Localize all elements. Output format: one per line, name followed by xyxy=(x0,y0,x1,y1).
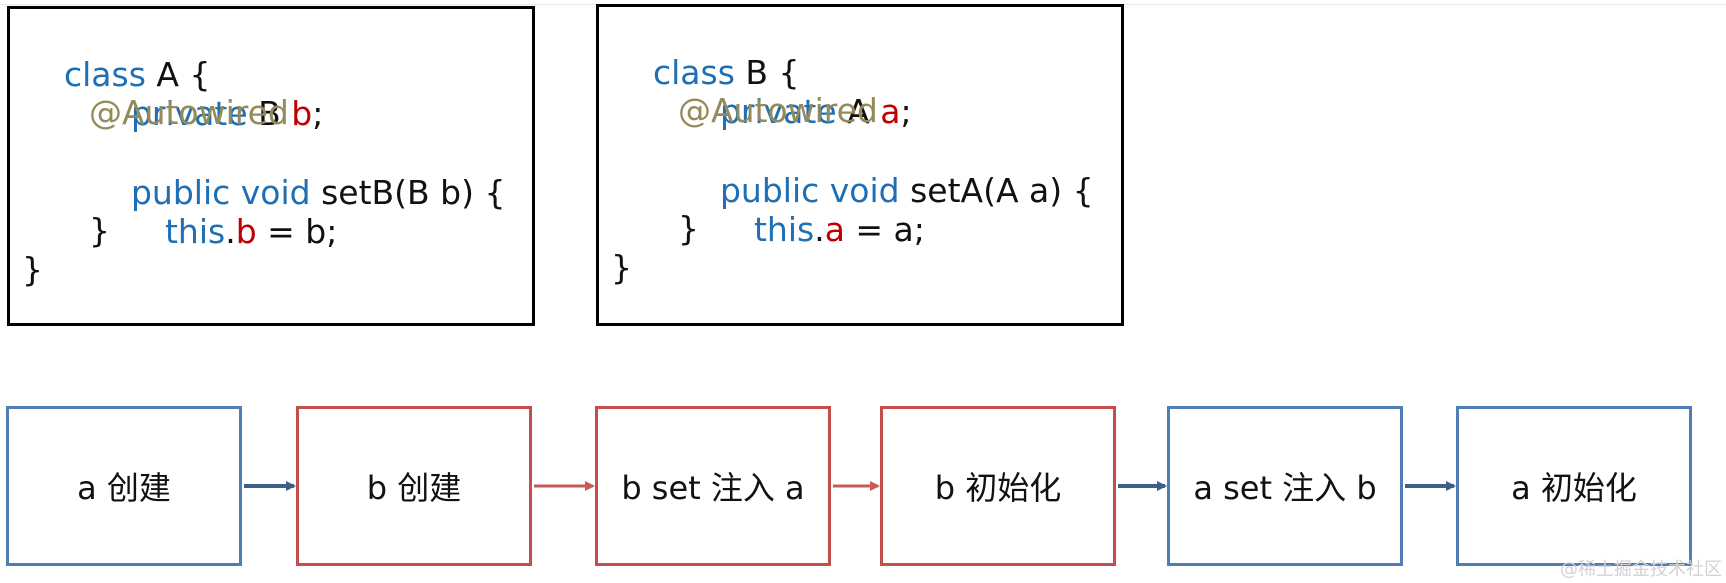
keyword-public-void: public void xyxy=(719,171,900,210)
class-a-code-box: class A { private B b; @Autowired public… xyxy=(7,6,535,326)
flow-step-a-create: a 创建 xyxy=(6,406,242,566)
flow-step-label: b set 注入 a xyxy=(621,469,805,507)
keyword-this: this xyxy=(164,212,226,251)
flow-step-a-init: a 初始化 xyxy=(1456,406,1692,566)
class-name: A { xyxy=(145,55,211,94)
assignment: = b; xyxy=(256,212,338,251)
dot: . xyxy=(225,212,236,251)
flow-step-b-init: b 初始化 xyxy=(880,406,1116,566)
keyword-private: private xyxy=(130,94,248,133)
code-line-4: public void setA(A a) { xyxy=(678,131,1094,251)
semicolon: ; xyxy=(900,92,912,131)
dot: . xyxy=(814,210,825,249)
annotation-autowired: @Autowired xyxy=(678,91,878,130)
class-b-code-box: class B { private A a; @Autowired public… xyxy=(596,4,1124,326)
keyword-this: this xyxy=(753,210,815,249)
code-line-5: this.a = a; xyxy=(712,170,925,290)
method-signature: setA(A a) { xyxy=(899,171,1094,210)
flow-step-label: a 初始化 xyxy=(1511,469,1637,507)
method-signature: setB(B b) { xyxy=(310,173,506,212)
class-name: B { xyxy=(734,53,800,92)
code-line-1: class B { xyxy=(611,13,800,133)
flow-step-label: a 创建 xyxy=(77,469,171,507)
semicolon: ; xyxy=(312,94,324,133)
keyword-private: private xyxy=(719,92,837,131)
annotation-autowired: @Autowired xyxy=(89,93,289,132)
code-line-2: private A a; xyxy=(678,52,912,172)
flow-step-label: a set 注入 b xyxy=(1193,469,1377,507)
field-name: b xyxy=(291,94,313,133)
flow-step-b-create: b 创建 xyxy=(296,406,532,566)
flow-step-label: b 初始化 xyxy=(934,469,1062,507)
code-line-1: class A { xyxy=(22,15,210,135)
assignment: = a; xyxy=(844,210,925,249)
field-ref: a xyxy=(824,210,845,249)
keyword-class: class xyxy=(63,55,146,94)
class-close-brace: } xyxy=(611,248,632,287)
code-line-5: this.b = b; xyxy=(123,172,337,292)
flow-step-a-inject-b: a set 注入 b xyxy=(1167,406,1403,566)
class-close-brace: } xyxy=(22,250,43,289)
field-ref: b xyxy=(235,212,257,251)
field-type: B xyxy=(247,94,292,133)
flow-step-b-inject-a: b set 注入 a xyxy=(595,406,831,566)
keyword-class: class xyxy=(652,53,735,92)
method-close-brace: } xyxy=(89,211,110,250)
keyword-public-void: public void xyxy=(130,173,311,212)
code-line-2: private B b; xyxy=(89,54,323,174)
field-name: a xyxy=(880,92,901,131)
watermark: @稀土掘金技术社区 xyxy=(1560,559,1722,580)
field-type: A xyxy=(836,92,881,131)
code-line-4: public void setB(B b) { xyxy=(89,133,506,253)
method-close-brace: } xyxy=(678,209,699,248)
flow-step-label: b 创建 xyxy=(366,469,462,507)
